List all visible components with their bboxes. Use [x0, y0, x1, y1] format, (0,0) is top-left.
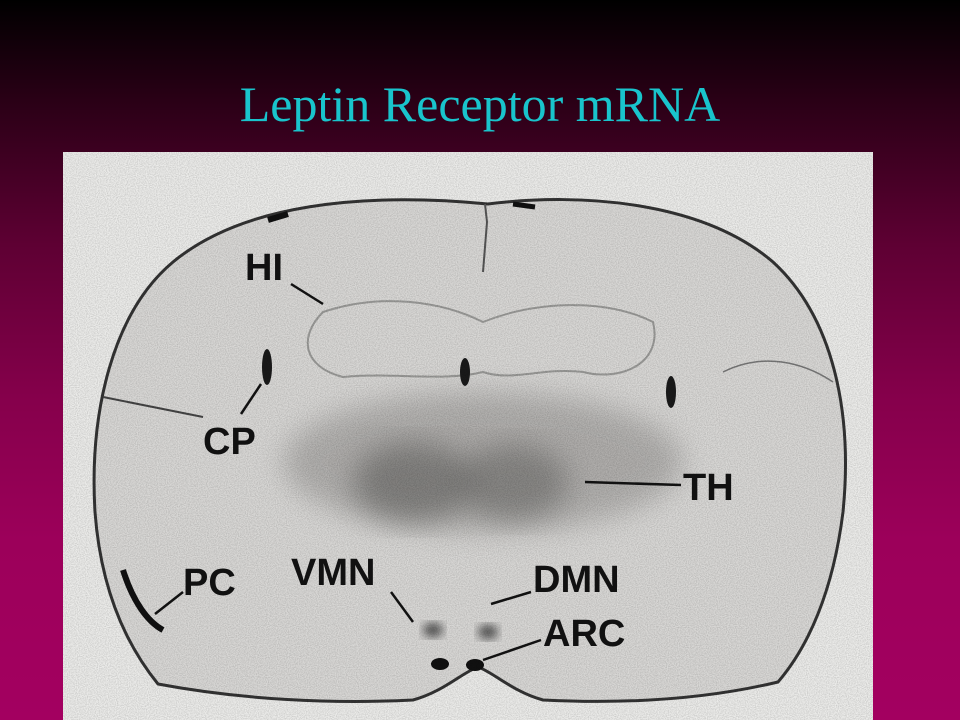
leader-line-hi: [290, 282, 324, 306]
label-th: TH: [683, 467, 734, 509]
leader-line-th: [584, 480, 682, 487]
label-pc: PC: [183, 562, 236, 604]
label-vmn: VMN: [291, 552, 375, 594]
slide-title: Leptin Receptor mRNA: [239, 76, 721, 132]
leader-line-arc: [482, 638, 542, 662]
label-dmn: DMN: [533, 559, 620, 601]
label-cp: CP: [203, 421, 256, 463]
label-arc: ARC: [543, 613, 625, 655]
leader-line-dmn: [490, 590, 532, 606]
leader-line-pc: [154, 591, 184, 615]
region-labels: HI CP TH PC VMN DMN ARC: [183, 247, 734, 655]
leader-line-cp: [239, 383, 263, 415]
brain-section-image: HI CP TH PC VMN DMN ARC: [63, 152, 873, 720]
label-hi: HI: [245, 247, 283, 289]
leader-line-vmn: [389, 591, 415, 623]
leader-lines: [154, 282, 682, 662]
